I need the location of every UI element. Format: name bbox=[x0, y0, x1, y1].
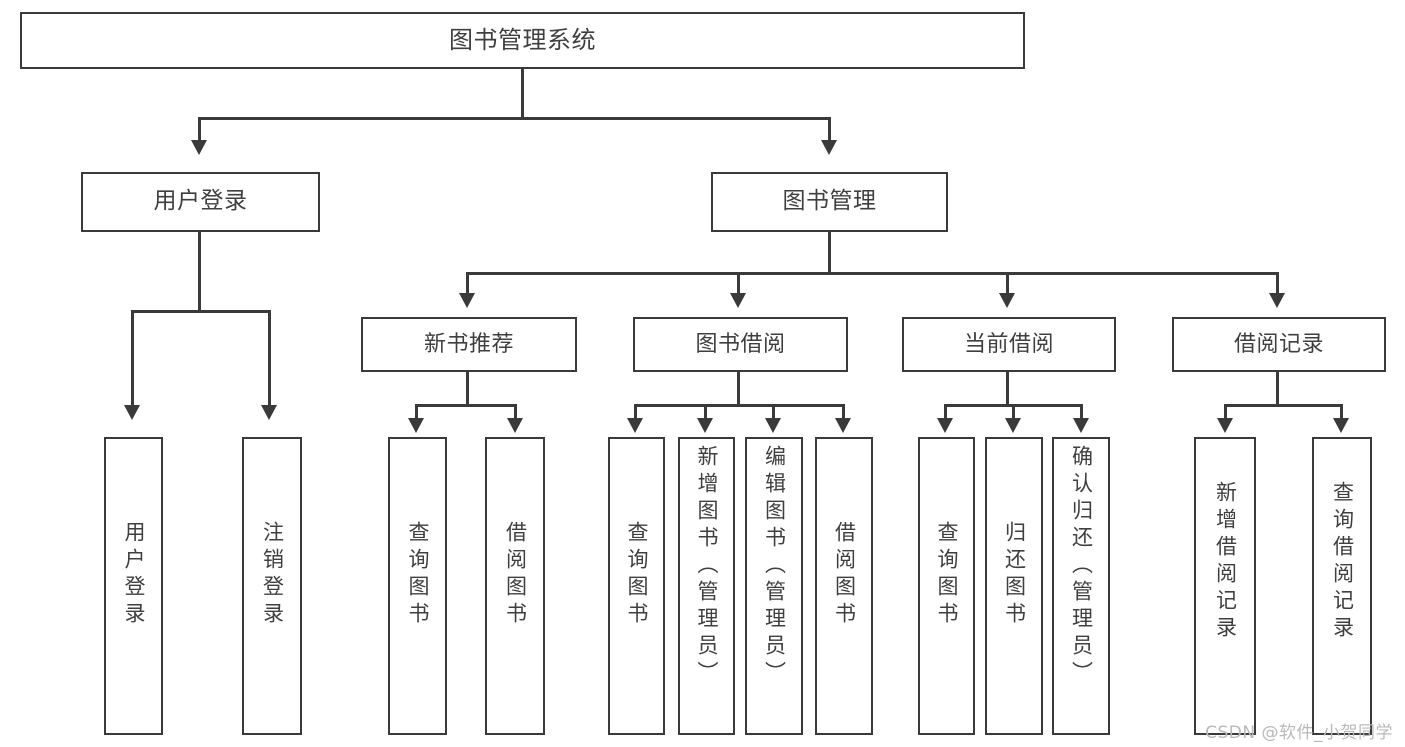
arrowhead-leaf-user-login bbox=[124, 405, 140, 420]
leaf-node-query-book-borrow[interactable]: 查询图书 bbox=[608, 437, 665, 735]
arrowhead-leaf-add-book bbox=[697, 418, 713, 433]
leaf-node-query-book-current[interactable]: 查询图书 bbox=[918, 437, 975, 735]
arrowhead-leaf-edit-book bbox=[765, 418, 781, 433]
connector-to-leaf-borrow-book-1 bbox=[514, 404, 517, 422]
arrowhead-new-book-recommend bbox=[459, 293, 475, 308]
connector-to-leaf-query-record bbox=[1340, 404, 1343, 422]
connector-user-login-stem bbox=[198, 232, 201, 312]
connector-book-management-bus bbox=[466, 272, 1278, 275]
connector-to-leaf-add-book bbox=[704, 404, 707, 422]
node-current-borrow[interactable]: 当前借阅 bbox=[902, 317, 1116, 372]
arrowhead-book-borrow bbox=[730, 293, 746, 308]
arrowhead-leaf-query-book-1 bbox=[408, 418, 424, 433]
node-label: 查询图书 bbox=[625, 521, 649, 629]
node-label: 借阅图书 bbox=[503, 521, 528, 629]
node-label: 查询图书 bbox=[406, 521, 430, 629]
node-label: 新增借阅记录 bbox=[1213, 481, 1238, 643]
connector-borrow-record-bus bbox=[1224, 404, 1343, 407]
connector-to-leaf-query-book-3 bbox=[944, 404, 947, 422]
arrowhead-leaf-borrow-book-1 bbox=[507, 418, 523, 433]
node-label: 确认归还（管理员） bbox=[1069, 445, 1094, 688]
node-label: 当前借阅 bbox=[963, 331, 1054, 357]
node-label: 编辑图书（管理员） bbox=[762, 445, 787, 688]
arrowhead-leaf-query-book-3 bbox=[937, 418, 953, 433]
leaf-node-add-book[interactable]: 新增图书（管理员） bbox=[678, 437, 735, 735]
node-borrow-record[interactable]: 借阅记录 bbox=[1172, 317, 1386, 372]
connector-to-leaf-confirm-return bbox=[1080, 404, 1083, 422]
connector-to-leaf-edit-book bbox=[772, 404, 775, 422]
connector-book-borrow-stem bbox=[737, 372, 740, 406]
leaf-node-query-borrow-record[interactable]: 查询借阅记录 bbox=[1312, 437, 1372, 735]
arrowhead-leaf-add-record bbox=[1217, 418, 1233, 433]
arrowhead-leaf-borrow-book-2 bbox=[835, 418, 851, 433]
leaf-node-confirm-return[interactable]: 确认归还（管理员） bbox=[1052, 437, 1110, 735]
arrowhead-book-management bbox=[821, 140, 837, 155]
connector-current-borrow-stem bbox=[1006, 372, 1009, 406]
connector-to-leaf-user-login bbox=[131, 310, 134, 410]
connector-book-management-stem bbox=[828, 232, 831, 274]
arrowhead-leaf-return-book bbox=[1005, 418, 1021, 433]
connector-to-new-book-recommend bbox=[466, 272, 469, 298]
leaf-node-add-borrow-record[interactable]: 新增借阅记录 bbox=[1194, 437, 1256, 735]
node-label: 图书管理 bbox=[782, 188, 877, 215]
node-root-book-management-system[interactable]: 图书管理系统 bbox=[20, 12, 1025, 69]
node-book-borrow[interactable]: 图书借阅 bbox=[633, 317, 848, 372]
arrowhead-leaf-query-record bbox=[1333, 418, 1349, 433]
connector-to-leaf-return-book bbox=[1012, 404, 1015, 422]
node-label: 查询图书 bbox=[935, 521, 959, 629]
arrowhead-leaf-confirm-return bbox=[1073, 418, 1089, 433]
leaf-node-return-book[interactable]: 归还图书 bbox=[985, 437, 1043, 735]
leaf-node-query-book-recommend[interactable]: 查询图书 bbox=[388, 437, 447, 735]
node-book-management[interactable]: 图书管理 bbox=[711, 172, 948, 232]
leaf-node-logout-login[interactable]: 注销登录 bbox=[242, 437, 302, 735]
connector-new-book-recommend-stem bbox=[466, 372, 469, 406]
connector-to-leaf-query-book-1 bbox=[415, 404, 418, 422]
node-label: 归还图书 bbox=[1002, 521, 1027, 629]
connector-book-borrow-bus bbox=[634, 404, 842, 407]
arrowhead-user-login bbox=[191, 140, 207, 155]
connector-root-bus bbox=[198, 117, 831, 120]
connector-to-book-borrow bbox=[737, 272, 740, 298]
connector-to-leaf-add-record bbox=[1224, 404, 1227, 422]
node-label: 用户登录 bbox=[122, 521, 146, 629]
connector-to-borrow-record bbox=[1276, 272, 1279, 298]
arrowhead-current-borrow bbox=[999, 293, 1015, 308]
leaf-node-user-login[interactable]: 用户登录 bbox=[104, 437, 163, 735]
node-user-login[interactable]: 用户登录 bbox=[81, 172, 320, 232]
node-label: 新增图书（管理员） bbox=[695, 445, 719, 688]
connector-new-book-recommend-bus bbox=[415, 404, 517, 407]
node-label: 新书推荐 bbox=[423, 331, 514, 357]
node-label: 注销登录 bbox=[260, 521, 285, 629]
node-new-book-recommend[interactable]: 新书推荐 bbox=[361, 317, 577, 372]
leaf-node-borrow-book[interactable]: 借阅图书 bbox=[815, 437, 873, 735]
connector-root-stem bbox=[521, 69, 524, 119]
connector-to-current-borrow bbox=[1006, 272, 1009, 298]
connector-to-leaf-logout-login bbox=[268, 310, 271, 410]
node-label: 图书管理系统 bbox=[449, 26, 596, 55]
connector-user-login-bus bbox=[131, 310, 268, 313]
connector-root-to-user-login bbox=[198, 117, 201, 145]
node-label: 查询借阅记录 bbox=[1330, 481, 1355, 643]
node-label: 用户登录 bbox=[153, 188, 248, 215]
node-label: 借阅图书 bbox=[832, 521, 857, 629]
leaf-node-edit-book[interactable]: 编辑图书（管理员） bbox=[745, 437, 803, 735]
connector-borrow-record-stem bbox=[1276, 372, 1279, 406]
connector-to-leaf-borrow-book-2 bbox=[842, 404, 845, 422]
watermark-text: CSDN @软件_小贺同学 bbox=[1205, 723, 1393, 743]
connector-to-leaf-query-book-2 bbox=[634, 404, 637, 422]
connector-root-to-book-management bbox=[828, 117, 831, 145]
arrowhead-borrow-record bbox=[1269, 293, 1285, 308]
leaf-node-borrow-book-recommend[interactable]: 借阅图书 bbox=[485, 437, 545, 735]
arrowhead-leaf-query-book-2 bbox=[627, 418, 643, 433]
node-label: 图书借阅 bbox=[695, 331, 786, 357]
arrowhead-leaf-logout-login bbox=[261, 405, 277, 420]
node-label: 借阅记录 bbox=[1233, 331, 1324, 357]
